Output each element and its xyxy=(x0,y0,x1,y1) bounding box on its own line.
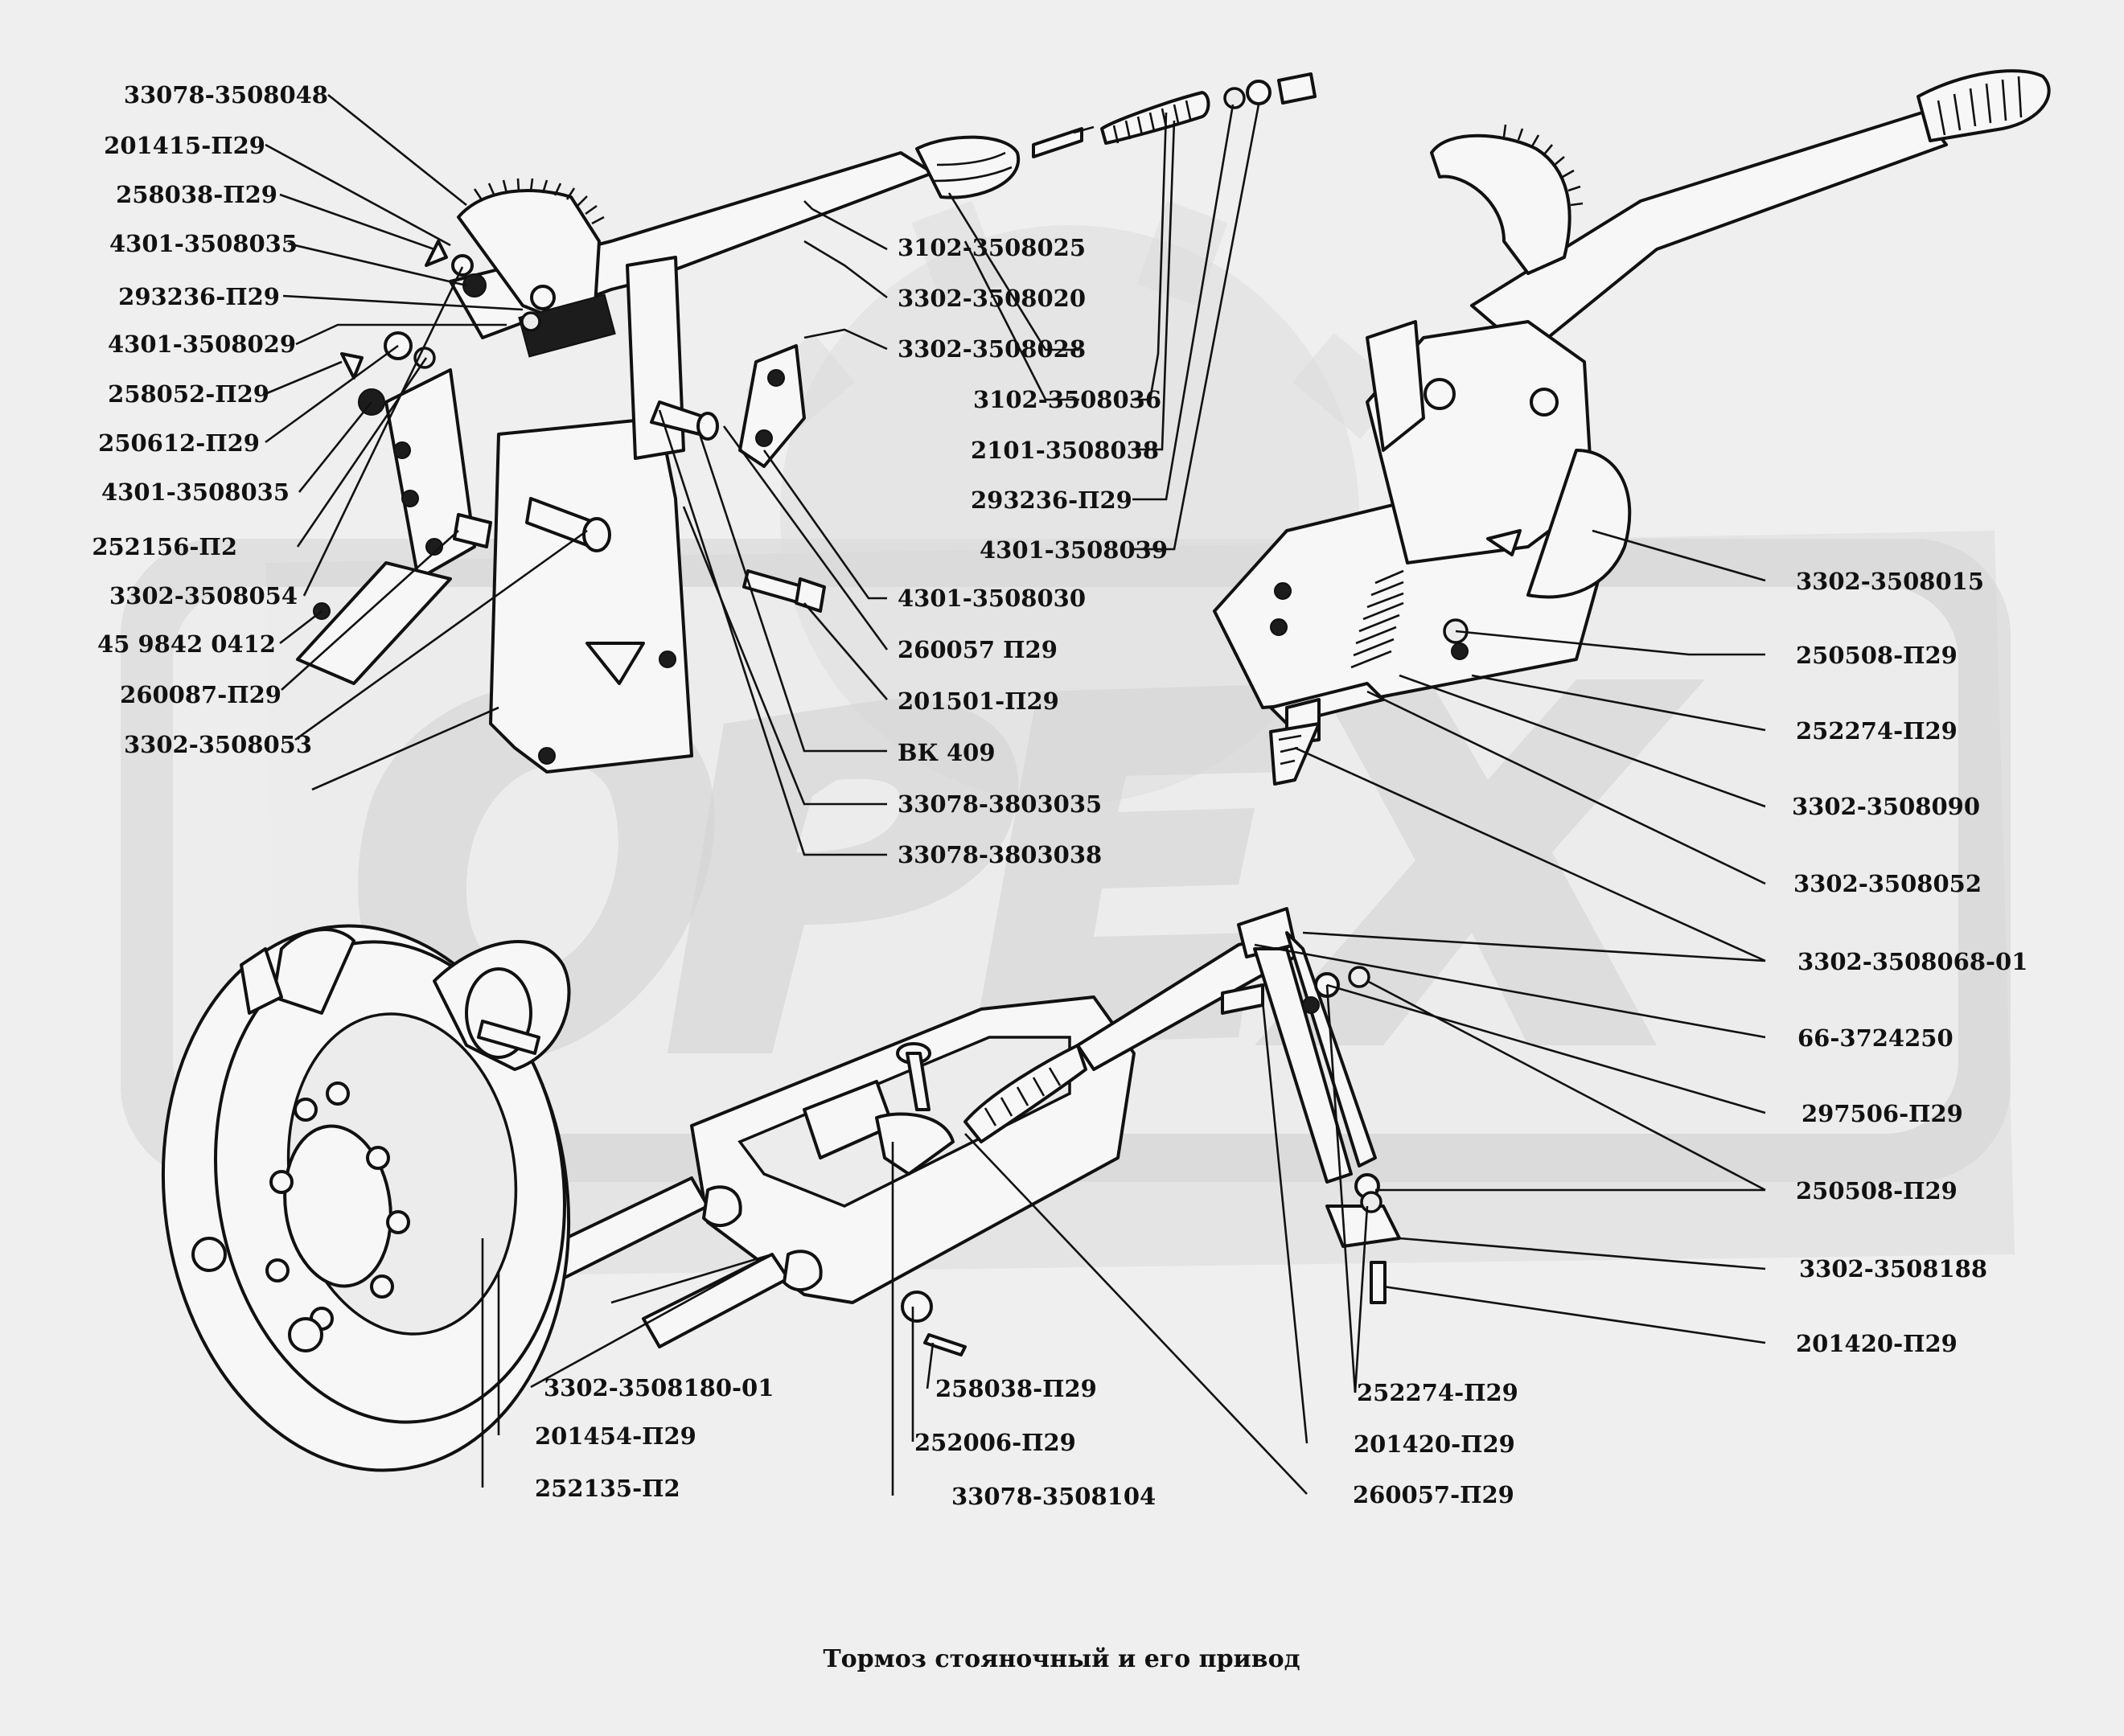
label-250508-p29-b: 250508-П29 xyxy=(1796,1177,1958,1205)
label-252135-p2: 252135-П2 xyxy=(535,1475,680,1502)
label-66-3724250: 66-3724250 xyxy=(1797,1024,1954,1052)
leader-lines xyxy=(265,93,1766,1496)
label-250508-p29: 250508-П29 xyxy=(1796,642,1958,669)
label-3302-3508053: 3302-3508053 xyxy=(124,731,312,758)
label-260087-p29: 260087-П29 xyxy=(120,681,281,708)
label-45-9842-0412: 45 9842 0412 xyxy=(97,630,276,658)
label-33078-3508104: 33078-3508104 xyxy=(951,1483,1156,1510)
label-4301-3508029: 4301-3508029 xyxy=(108,330,296,358)
label-4301-3508035-b: 4301-3508035 xyxy=(101,478,290,506)
label-33078-3508048: 33078-3508048 xyxy=(124,81,328,109)
label-258038-p29-b: 258038-П29 xyxy=(935,1375,1097,1402)
label-3302-3508068-01: 3302-3508068-01 xyxy=(1797,948,2027,975)
label-4301-3508030: 4301-3508030 xyxy=(898,585,1086,612)
label-201454-p29: 201454-П29 xyxy=(535,1422,696,1450)
label-250612-p29: 250612-П29 xyxy=(98,429,260,457)
label-258038-p29: 258038-П29 xyxy=(116,181,277,208)
label-201420-p29: 201420-П29 xyxy=(1796,1330,1958,1357)
label-201415-p29: 201415-П29 xyxy=(104,132,265,159)
label-3302-3508015: 3302-3508015 xyxy=(1796,568,1984,595)
label-260057-p29: 260057 П29 xyxy=(898,636,1058,663)
label-3302-3508188: 3302-3508188 xyxy=(1799,1255,1987,1283)
label-33078-3803038: 33078-3803038 xyxy=(898,841,1102,868)
label-3302-3508054: 3302-3508054 xyxy=(109,582,298,609)
label-vk-409: ВК 409 xyxy=(898,739,996,766)
brake-drum xyxy=(161,924,571,1472)
label-3102-3508025: 3102-3508025 xyxy=(898,234,1086,261)
label-258052-p29: 258052-П29 xyxy=(108,380,269,408)
label-33078-3803035: 33078-3803035 xyxy=(898,790,1102,818)
label-293236-p29-b: 293236-П29 xyxy=(971,486,1132,514)
label-3302-3508052: 3302-3508052 xyxy=(1793,870,1982,897)
label-3302-3508020: 3302-3508020 xyxy=(898,285,1086,312)
label-3102-3508036: 3102-3508036 xyxy=(973,386,1161,413)
label-201501-p29: 201501-П29 xyxy=(898,687,1059,715)
label-2101-3508038: 2101-3508038 xyxy=(971,437,1159,464)
label-3302-3508090: 3302-3508090 xyxy=(1792,793,1980,820)
label-293236-p29: 293236-П29 xyxy=(118,283,280,310)
parking-brake-lever-left xyxy=(296,72,1317,774)
label-260057-p29-b: 260057-П29 xyxy=(1353,1481,1514,1508)
label-3302-3508028: 3302-3508028 xyxy=(898,335,1086,363)
label-252274-p29-b: 252274-П29 xyxy=(1357,1379,1518,1406)
diagram-caption: Тормоз стояночный и его привод xyxy=(823,1645,1300,1673)
label-3302-3508180-01: 3302-3508180-01 xyxy=(544,1374,774,1402)
label-201420-p29-b: 201420-П29 xyxy=(1354,1430,1515,1458)
parking-brake-lever-right xyxy=(1213,69,2051,786)
label-252156-p2: 252156-П2 xyxy=(92,533,237,560)
label-252274-p29: 252274-П29 xyxy=(1796,717,1958,745)
label-4301-3508035: 4301-3508035 xyxy=(109,230,298,257)
label-252006-p29: 252006-П29 xyxy=(914,1429,1076,1456)
part-labels: 33078-3508048 201415-П29 258038-П29 4301… xyxy=(92,81,2027,1510)
label-297506-p29: 297506-П29 xyxy=(1801,1100,1963,1127)
label-4301-3508039: 4301-3508039 xyxy=(980,536,1168,564)
